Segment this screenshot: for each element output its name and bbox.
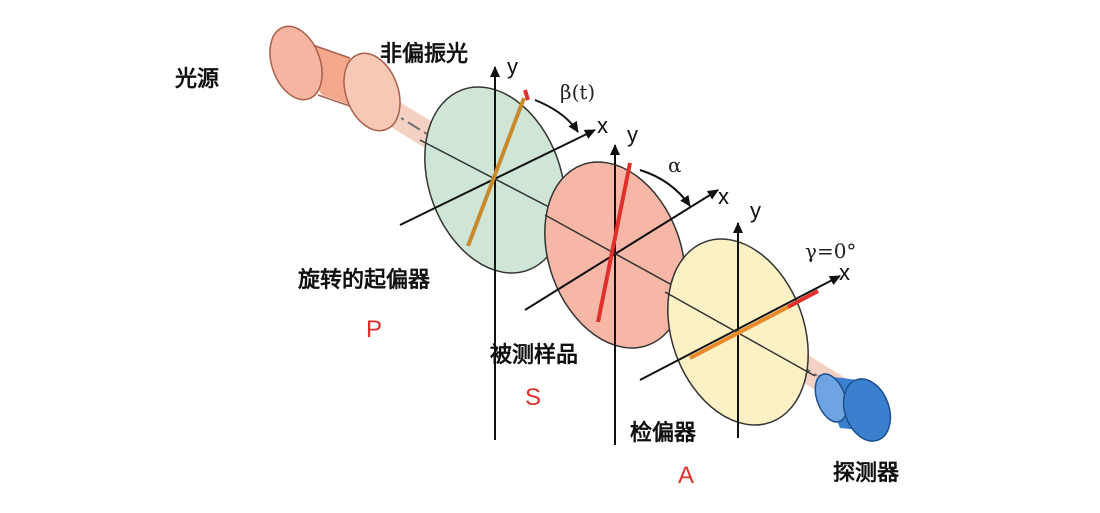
analyzer-y-label: y — [750, 198, 761, 223]
polarizer-disk — [399, 66, 596, 440]
sample-disk — [524, 144, 719, 445]
detector-icon — [814, 373, 892, 442]
sample-angle-label: α — [668, 153, 682, 177]
sample-label: 被测样品 — [490, 342, 578, 368]
analyzer-x-label: x — [839, 260, 850, 285]
detector-label: 探测器 — [833, 460, 900, 486]
light-source-icon — [269, 25, 401, 132]
polarizer-angle-label: β(t) — [560, 80, 595, 104]
sample-y-label: y — [627, 122, 638, 147]
sample-code: S — [525, 384, 541, 411]
polarizer-y-label: y — [507, 54, 518, 79]
polarizer-code: P — [366, 316, 382, 343]
analyzer-label: 检偏器 — [630, 420, 697, 446]
analyzer-angle-label: γ=0° — [805, 239, 856, 263]
polarizer-x-label: x — [597, 113, 608, 138]
unpolarized-light-label: 非偏振光 — [380, 41, 468, 67]
analyzer-code: A — [678, 462, 694, 489]
rotating-polarizer-label: 旋转的起偏器 — [298, 267, 431, 293]
light-source-label: 光源 — [174, 67, 219, 92]
sample-x-label: x — [718, 184, 729, 209]
analyzer-disk — [639, 222, 841, 438]
